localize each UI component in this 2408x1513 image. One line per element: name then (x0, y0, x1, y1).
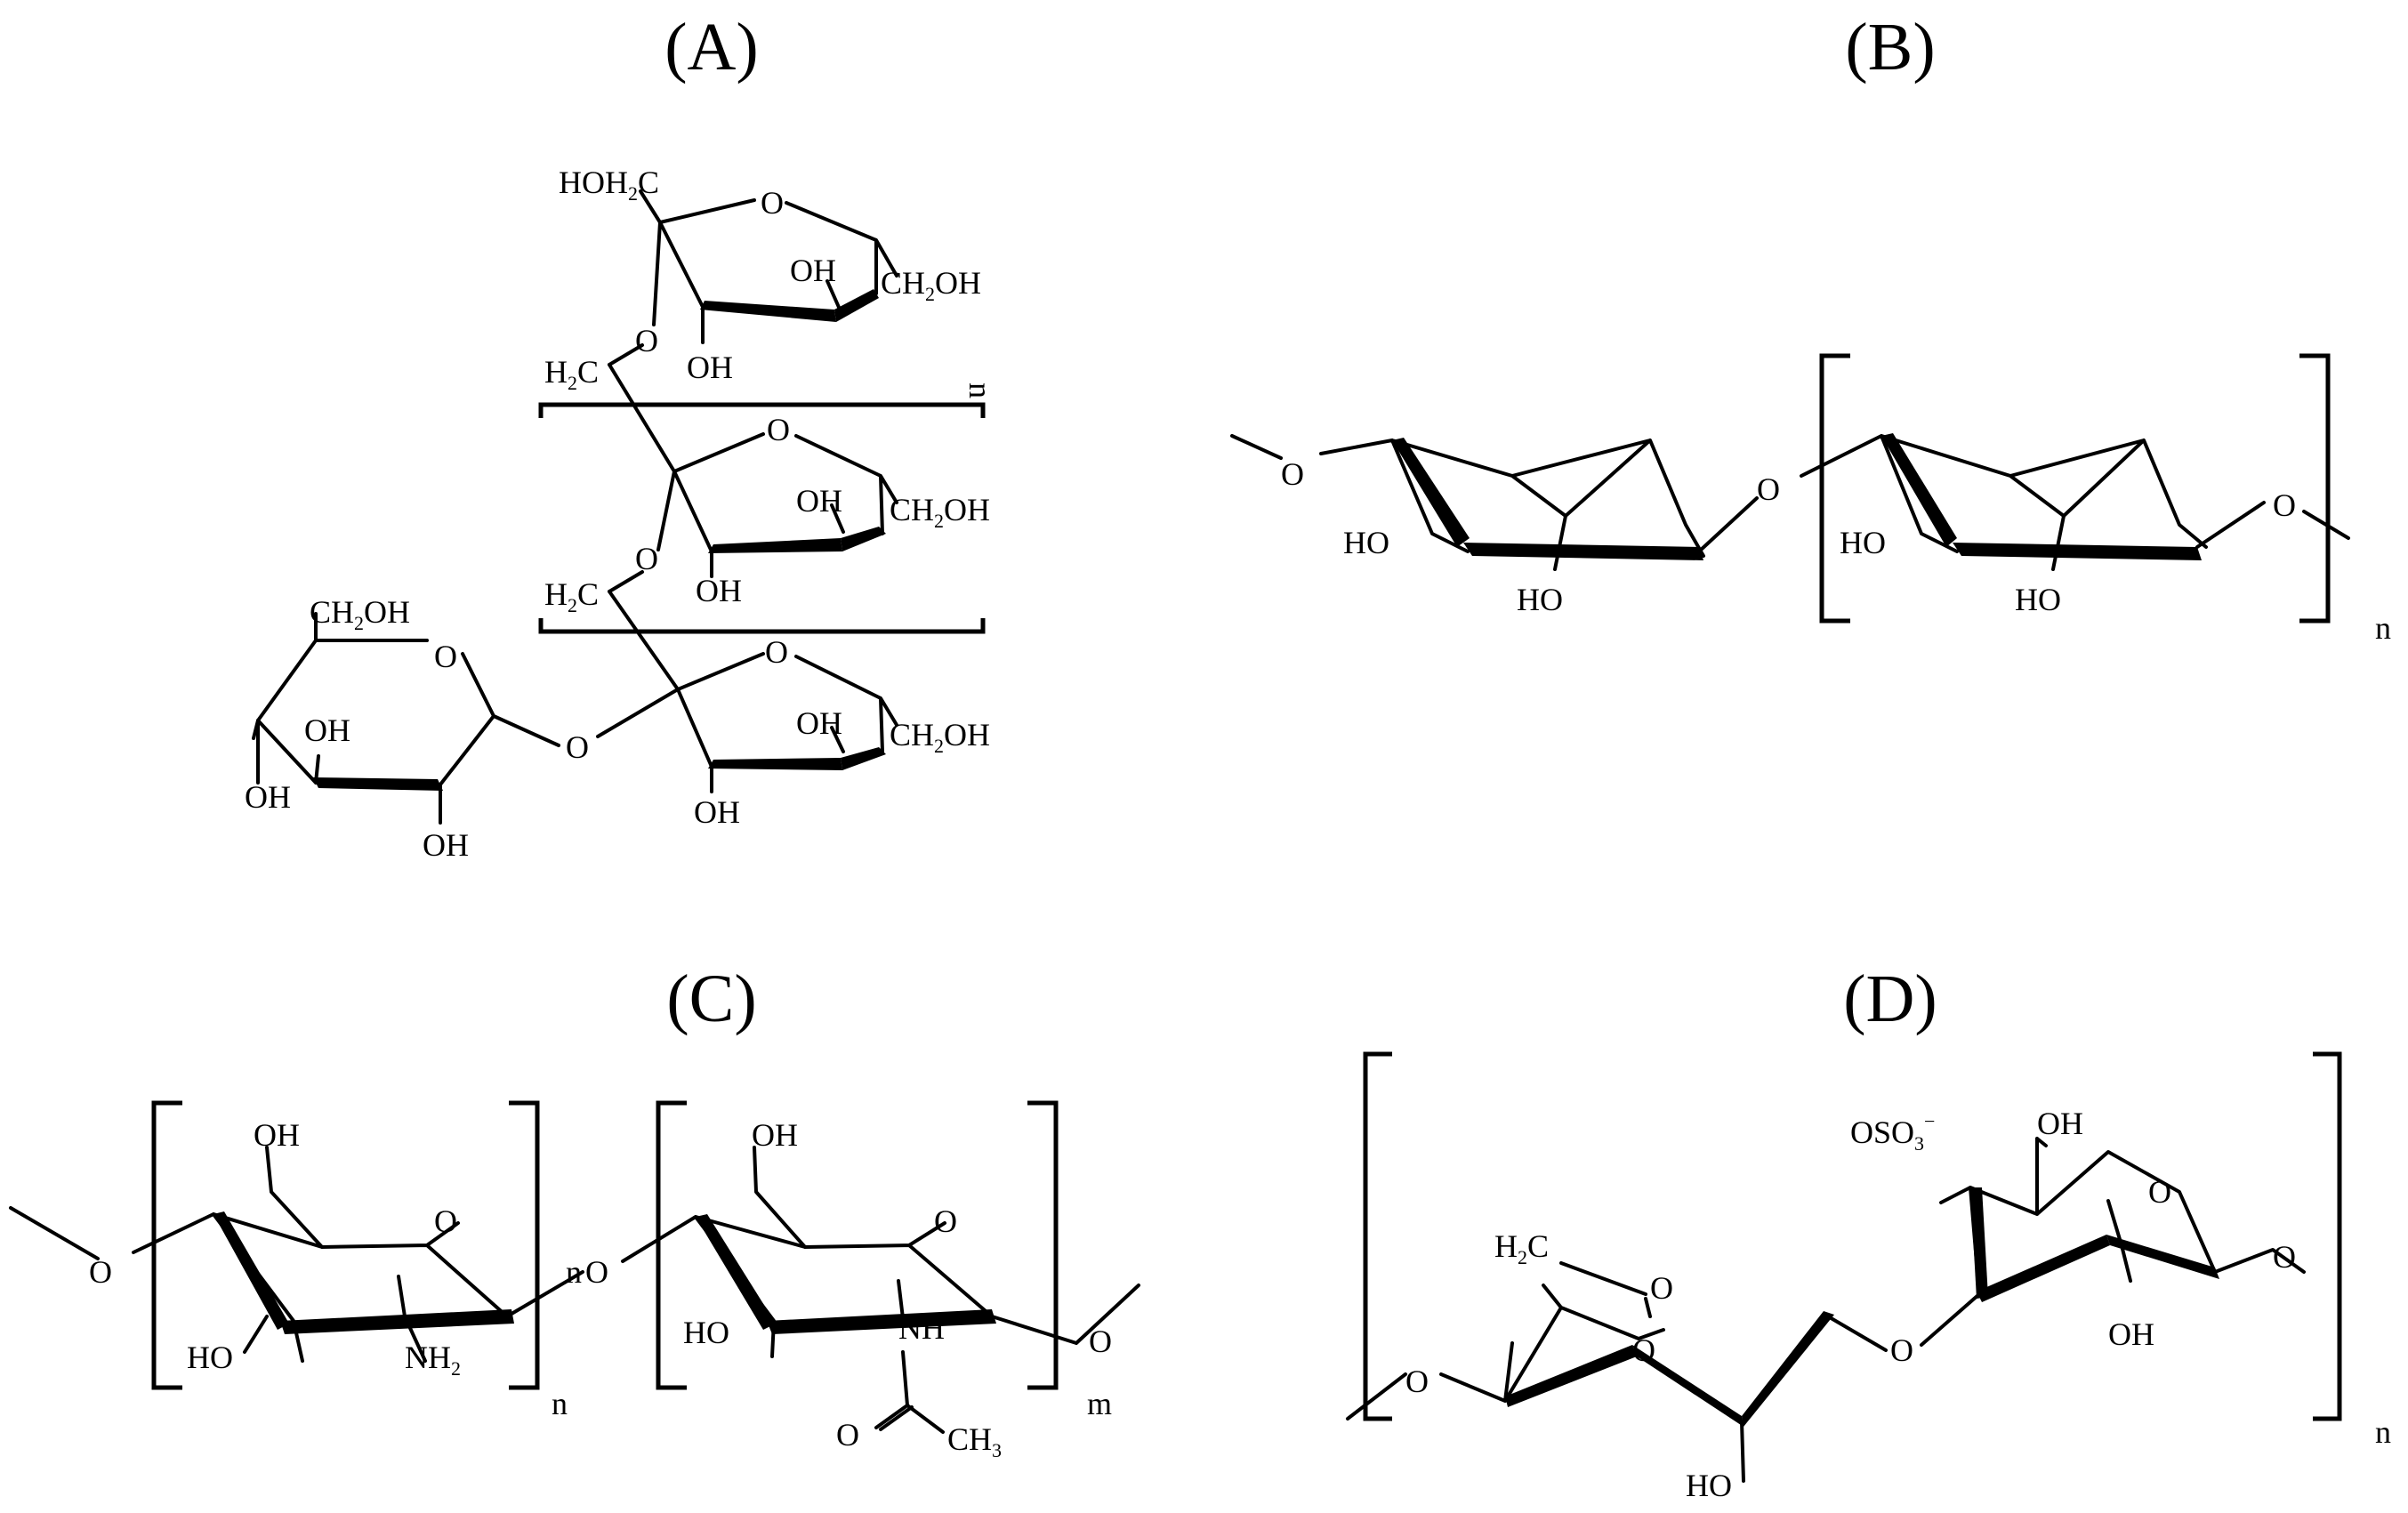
methyl-label: CH3 (947, 1421, 1002, 1461)
panel-c-atom-labels: O OH O HO NH2 n n O OH O HO NH O CH3 m O (89, 1117, 1112, 1461)
panel-d-brackets (1363, 1051, 2342, 1421)
panel-c-glucosamine-unit (9, 1146, 584, 1363)
panel-d-sulfated-galactose-unit (1920, 1137, 2306, 1347)
oxygen-label: O (2273, 487, 2296, 523)
panel-b-repeat-bracket (1819, 353, 2331, 624)
repeat-count-n: n (2375, 1414, 2391, 1450)
glycosidic-oxygen-label: O (635, 541, 658, 576)
panel-d-atom-labels: OSO3− OH O H2C O O O O OH O HO n (1405, 1106, 2391, 1503)
hydroxyl-label: OH (796, 483, 842, 519)
glycosidic-oxygen-label: O (1890, 1332, 1913, 1368)
panel-c-label: (C) (666, 962, 756, 1036)
panel-a-middle-fructose-ring (608, 363, 898, 593)
repeat-count-n: n (2375, 610, 2391, 646)
panel-a-repeat-bracket (538, 402, 986, 634)
panel-d-anhydrogalactose-unit (1346, 1261, 1888, 1483)
repeat-count-m: m (1087, 1386, 1112, 1421)
panel-c-brackets (151, 1100, 1059, 1390)
ch2oh-label: CH2OH (890, 717, 990, 757)
panel-a-bottom-fructose-ring (596, 590, 898, 793)
hydroxyl-label: OH (687, 350, 733, 385)
ch2oh-label: CH2OH (890, 492, 990, 532)
panel-a: (A) (245, 10, 998, 863)
oxygen-label: O (1405, 1364, 1429, 1399)
hydroxyl-label: HO (1686, 1468, 1732, 1503)
hydroxyl-label: HO (683, 1315, 729, 1350)
oxygen-label: O (1281, 456, 1304, 492)
panel-c: (C) O OH O HO NH2 n n O OH (9, 962, 1140, 1461)
panel-a-glucose-ring (252, 612, 560, 825)
oxygen-label: O (1089, 1324, 1112, 1359)
glycosidic-oxygen-label: O (635, 323, 658, 358)
hydroxyl-label: OH (696, 573, 742, 608)
ch2oh-label: CH2OH (881, 265, 981, 305)
panel-b: (B) O HO HO O HO HO O n (1230, 10, 2391, 646)
glycosidic-oxygen-label: O (1757, 471, 1780, 507)
ring-oxygen-label: O (767, 412, 790, 447)
glycosidic-oxygen-label: O (585, 1254, 608, 1290)
panel-a-label: (A) (664, 10, 759, 85)
h2c-label: H2C (544, 354, 599, 394)
panel-a-atom-labels: HOH2C O OH CH2OH O OH H2C n O OH CH2OH O… (245, 165, 998, 863)
ch2oh-label: CH2OH (310, 594, 410, 634)
panel-b-atom-labels: O HO HO O HO HO O n (1281, 456, 2391, 646)
ring-oxygen-label: O (934, 1203, 957, 1239)
hydroxyl-label: HO (2015, 582, 2061, 617)
oxygen-label: O (2273, 1239, 2296, 1275)
sulfate-label: OSO3− (1850, 1110, 1935, 1155)
panel-b-label: (B) (1845, 10, 1935, 85)
hydroxyl-label: HO (187, 1340, 233, 1375)
repeat-count-n: n (566, 1254, 582, 1290)
hydroxyl-label: OH (245, 779, 291, 815)
hydroxyl-label: OH (304, 712, 350, 748)
h2c-label: H2C (544, 576, 599, 616)
carbonyl-oxygen-label: O (836, 1417, 859, 1453)
hoh2c-label: HOH2C (559, 165, 659, 205)
ring-oxygen-label: O (2148, 1174, 2171, 1210)
ring-oxygen-label: O (434, 1203, 457, 1239)
hydroxyl-label: OH (796, 705, 842, 741)
panel-c-acetylglucosamine-unit (621, 1146, 1140, 1434)
glycosidic-oxygen-label: O (566, 729, 589, 765)
hydroxyl-label: HO (1343, 525, 1389, 560)
ring-oxygen-label: O (761, 185, 784, 221)
repeat-count-n: n (552, 1386, 568, 1421)
hydroxyl-label: OH (254, 1117, 300, 1153)
repeat-count-n: n (962, 382, 998, 398)
hydroxyl-label: OH (423, 827, 469, 863)
amine-label: NH2 (405, 1340, 461, 1380)
hydroxyl-label: OH (694, 794, 740, 830)
panel-b-unit-1 (1230, 434, 1759, 571)
hydroxyl-label: OH (2037, 1106, 2083, 1141)
hydroxyl-label: OH (752, 1117, 798, 1153)
ring-oxygen-label: O (434, 639, 457, 674)
ring-oxygen-label: O (1632, 1332, 1655, 1368)
bridge-oxygen-label: O (1650, 1270, 1673, 1306)
ring-oxygen-label: O (765, 634, 788, 670)
panel-a-top-fructose-ring (608, 189, 898, 366)
panel-d-label: (D) (1843, 962, 1937, 1036)
hydroxyl-label: HO (1517, 582, 1563, 617)
panel-d: (D) OSO3− OH O H2C O O O O OH (1346, 962, 2391, 1503)
hydroxyl-label: HO (1840, 525, 1886, 560)
oxygen-label: O (89, 1254, 112, 1290)
h2c-label: H2C (1494, 1228, 1549, 1268)
hydroxyl-label: OH (790, 253, 836, 288)
panel-b-unit-2 (1800, 433, 2350, 571)
hydroxyl-label: OH (2108, 1316, 2154, 1352)
amide-nh-label: NH (898, 1310, 945, 1346)
